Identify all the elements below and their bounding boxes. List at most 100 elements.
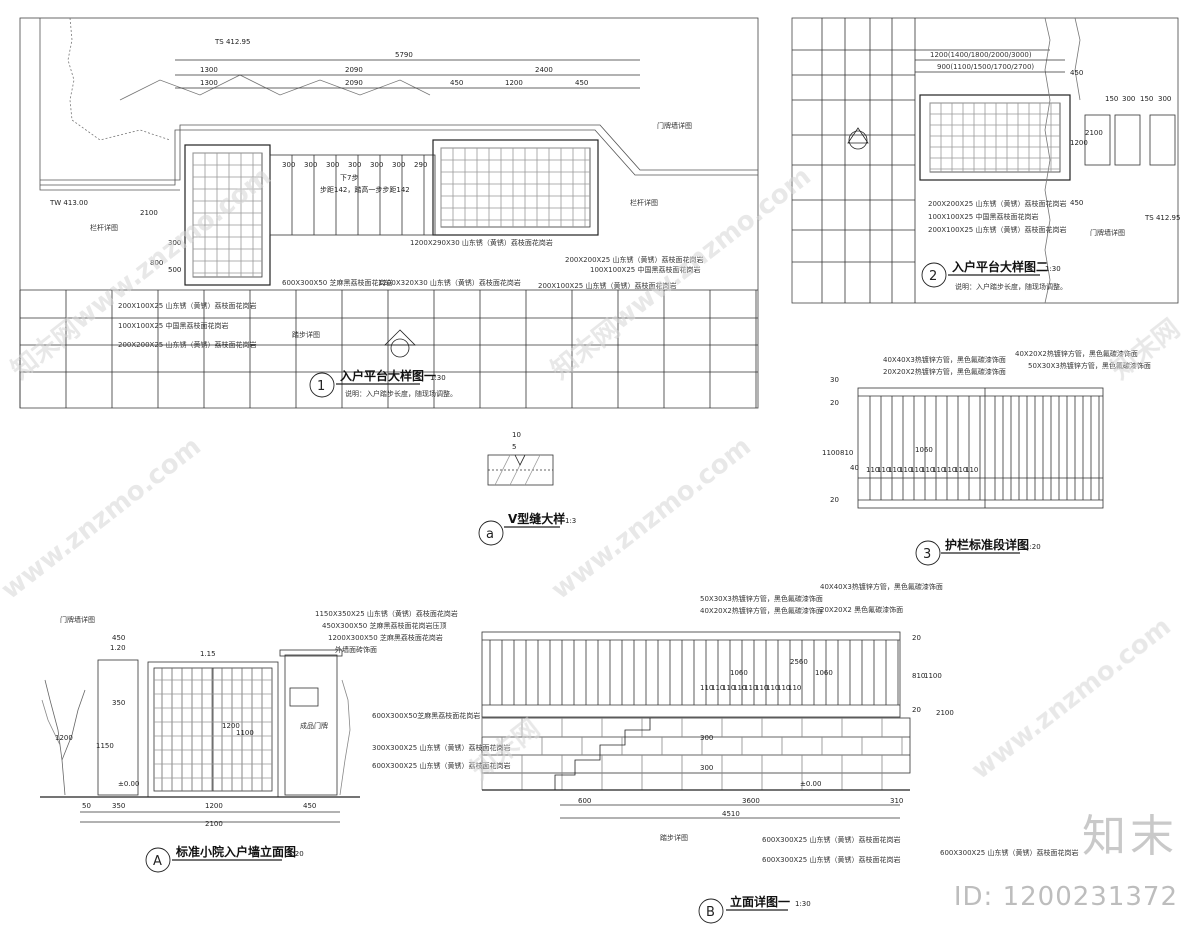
dB-spacing-4: 110: [744, 684, 757, 692]
watermark-site-4: www.znzmo.com: [546, 432, 757, 606]
d2-dim-8: 2100: [1085, 129, 1103, 137]
title-circle-1: [309, 372, 335, 398]
dB-callout-0: 40X40X3热镀锌方管，黑色氟碳漆饰面: [820, 582, 943, 591]
watermark-site-2: www.znzmo.com: [606, 162, 817, 336]
d3-spacing-8: 110: [954, 466, 967, 474]
dB-spacing-3: 110: [733, 684, 746, 692]
watermark-site-3: www.znzmo.com: [0, 432, 207, 606]
dim-top-3: 2400: [535, 66, 553, 74]
callout-1-3: 600X300X50 芝麻黑荔枝面花岗岩: [282, 278, 392, 287]
dA-dim-5: 1150: [96, 742, 114, 750]
dB-dim-5: 1060: [815, 669, 833, 677]
dB-spacing-5: 110: [755, 684, 768, 692]
title-number-1: 1: [317, 379, 325, 394]
drawing-B-scale: 1:30: [795, 900, 811, 908]
drawing-1-scale: 1:30: [430, 374, 446, 382]
d2-dim-2: 150: [1105, 95, 1118, 103]
brand-logo: 知末: [1082, 811, 1178, 862]
title-letter-a: a: [486, 527, 494, 542]
dB-callout-9: 600X300X25 山东锈（黄锈）荔枝面花岗岩: [940, 848, 1078, 857]
step-dim-2: 300: [304, 161, 317, 169]
d2-dim-6: 450: [1070, 69, 1083, 77]
d3-spacing-0: 110: [866, 466, 879, 474]
detail-a-scale: 1:3: [565, 517, 576, 525]
d2-ts-level: TS 412.95: [1144, 214, 1180, 222]
title-circle-A: [145, 847, 171, 873]
title-letter-B: B: [706, 905, 715, 920]
drawing-2-labels: 1200(1400/1800/2000/3000) 900(1100/1500/…: [847, 51, 1180, 291]
dim-top-6: 450: [450, 79, 463, 87]
dA-dim-3: 350: [112, 699, 125, 707]
d2-callout-0: 200X200X25 山东锈（黄锈）荔枝面花岗岩: [928, 199, 1066, 208]
title-circle-2: [921, 262, 947, 288]
step-dim-6: 300: [392, 161, 405, 169]
drawing-3-labels: 40X40X3热镀锌方管，黑色氟碳漆饰面 20X20X2热镀锌方管，黑色氟碳漆饰…: [822, 349, 1151, 566]
ref-1-2: 栏杆详图: [90, 223, 118, 232]
dA-callout-4: 成品门牌: [300, 721, 328, 730]
d3-dim-6: 40: [850, 464, 859, 472]
d2-dim-0: 1200(1400/1800/2000/3000): [930, 51, 1032, 59]
tw-level-1: TW 413.00: [49, 199, 88, 207]
dA-dim-1: 1.20: [110, 644, 126, 652]
dA-dim-13: ±0.00: [118, 780, 139, 788]
dB-spacing-1: 110: [711, 684, 724, 692]
dim-top-8: 450: [575, 79, 588, 87]
drawing-A-labels: 1150X350X25 山东锈（黄锈）荔枝面花岗岩 450X300X50 芝麻黑…: [55, 609, 458, 873]
d2-dim-9: 450: [1070, 199, 1083, 207]
drawing-2-title: 入户平台大样图二: [952, 259, 1048, 274]
d2-callout-1: 100X100X25 中国黑荔枝面花岗岩: [928, 212, 1038, 221]
drawing-1-title: 入户平台大样图一: [340, 368, 436, 383]
d3-spacing-2: 110: [888, 466, 901, 474]
d2-dim-1: 900(1100/1500/1700/2700): [937, 63, 1034, 71]
d3-dim-4: 20: [830, 496, 839, 504]
watermark-brand-1: 知末网: [6, 314, 86, 386]
da-dim-0: 10: [512, 431, 521, 439]
callout-1-6: 200X200X25 山东锈（黄锈）荔枝面花岗岩: [565, 255, 703, 264]
d3-dim-5: 1060: [915, 446, 933, 454]
dA-dim-11: 450: [303, 802, 316, 810]
drawing-1-plan: [19, 17, 759, 409]
d3-dim-1: 20: [830, 399, 839, 407]
drawing-A-scale: 1:20: [288, 850, 304, 858]
dA-dim-12: 2100: [205, 820, 223, 828]
down-label: 下7步: [340, 174, 358, 182]
dB-dim-10: 20: [912, 706, 921, 714]
drawing-B-labels: 40X40X3热镀锌方管，黑色氟碳漆饰面 50X30X3热镀锌方管，黑色氟碳漆饰…: [372, 582, 1078, 924]
image-id: ID: 1200231372: [953, 882, 1178, 912]
d3-callout-1: 20X20X2热镀锌方管，黑色氟碳漆饰面: [883, 367, 1006, 376]
dA-dim-0: 450: [112, 634, 125, 642]
dim-top-2: 2090: [345, 66, 363, 74]
dB-spacing-2: 110: [722, 684, 735, 692]
drawing-2-scale: 1:30: [1045, 265, 1061, 273]
dA-dim-10: 1200: [205, 802, 223, 810]
dim-top-1: 1300: [200, 66, 218, 74]
callout-1-8: 200X100X25 山东锈（黄锈）荔枝面花岗岩: [538, 281, 676, 290]
dB-callout-5: 300X300X25 山东锈（黄锈）荔枝面花岗岩: [372, 743, 510, 752]
drawing-3-title: 护栏标准段详图: [945, 537, 1029, 552]
d3-spacing-7: 110: [943, 466, 956, 474]
dB-callout-2: 20X20X2 黑色氟碳漆饰面: [820, 605, 903, 614]
dB-callout-8: 600X300X25 山东锈（黄锈）荔枝面花岗岩: [762, 855, 900, 864]
dB-dim-6: 2560: [790, 658, 808, 666]
title-circle-a: [478, 520, 504, 546]
dB-spacing-6: 110: [766, 684, 779, 692]
d2-dim-3: 300: [1122, 95, 1135, 103]
d3-callout-2: 40X20X2热镀锌方管，黑色氟碳漆饰面: [1015, 349, 1138, 358]
callout-1-5: 1200X320X30 山东锈（黄锈）荔枝面花岗岩: [378, 278, 521, 287]
d3-callout-3: 50X30X3热镀锌方管，黑色氟碳漆饰面: [1028, 361, 1151, 370]
drawing-3-railing: [857, 387, 1104, 509]
dB-spacing-0: 110: [700, 684, 713, 692]
step-dim-7: 290: [414, 161, 427, 169]
dB-callout-1: 50X30X3热镀锌方管，黑色氟碳漆饰面: [700, 594, 823, 603]
step-dim-3: 300: [326, 161, 339, 169]
dim-top-5: 2090: [345, 79, 363, 87]
ref-1-1: 栏杆详图: [630, 198, 658, 207]
dB-callout-7: 600X300X25 山东锈（黄锈）荔枝面花岗岩: [762, 835, 900, 844]
d2-dim-7: 1200: [1070, 139, 1088, 147]
title-number-2: 2: [929, 269, 937, 284]
drawing-B-title: 立面详图一: [730, 894, 790, 909]
drawing-A-title: 标准小院入户墙立面图: [175, 844, 296, 859]
dB-dim-2: 310: [890, 797, 903, 805]
d3-spacing-6: 110: [932, 466, 945, 474]
